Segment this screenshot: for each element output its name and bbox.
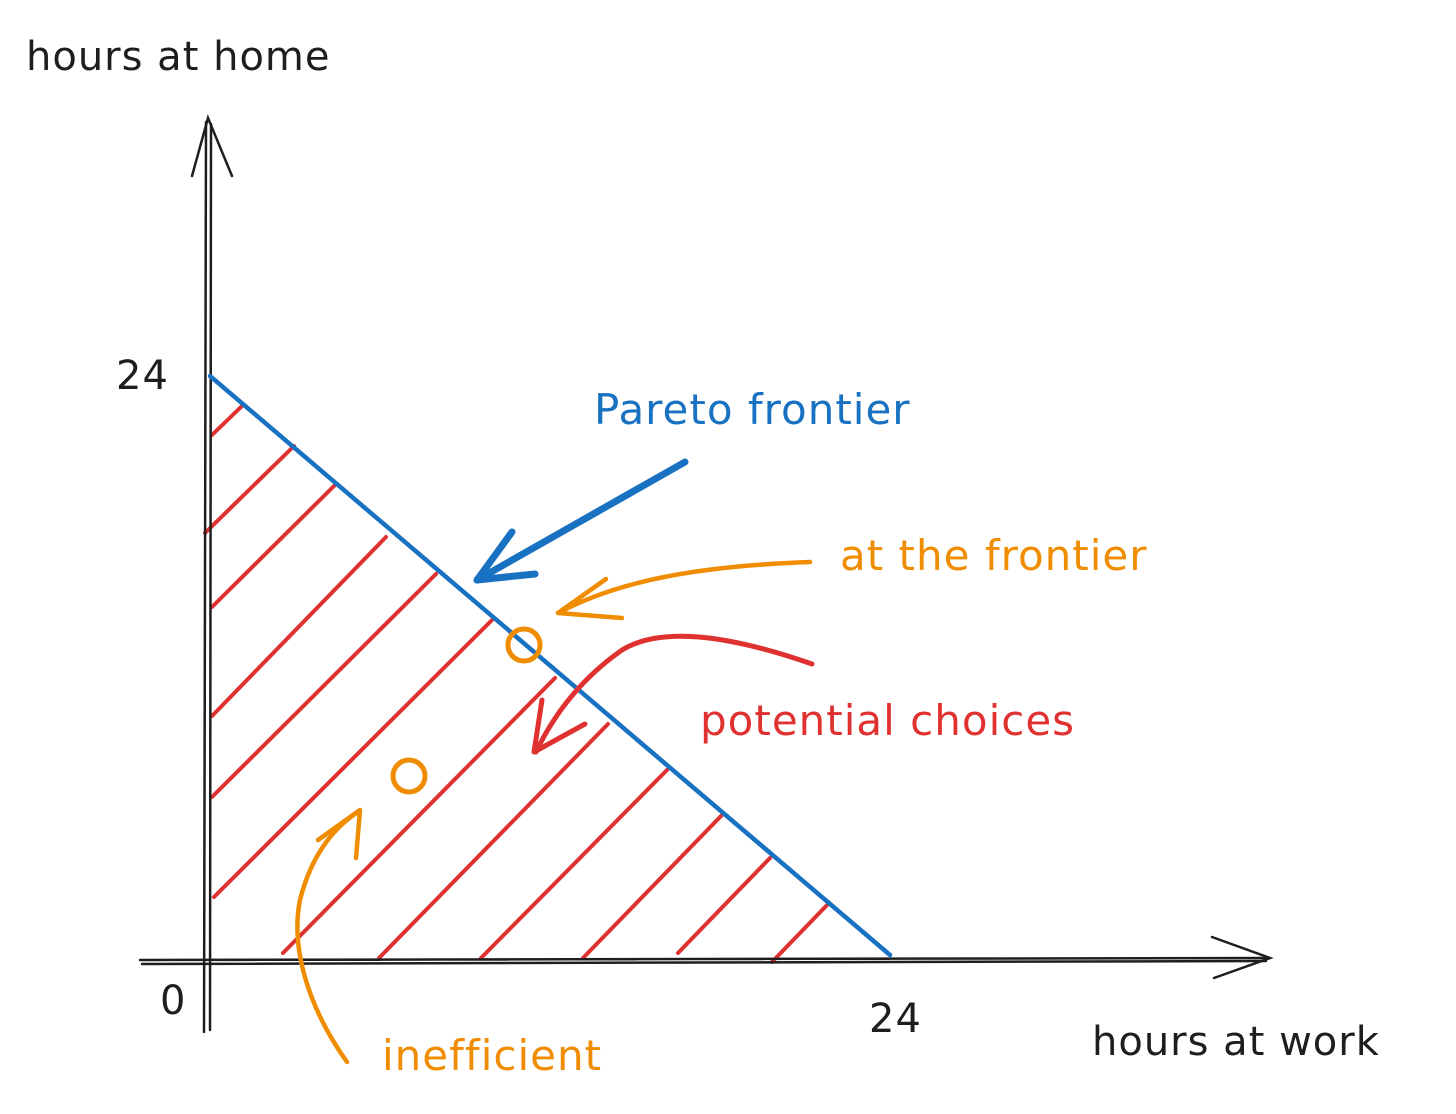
origin-label: 0 [160,978,186,1024]
y-axis-arrowhead [190,114,234,178]
pareto-frontier-label: Pareto frontier [594,385,911,434]
hatch-line [377,722,610,960]
hatch-line [479,768,669,960]
inefficient-arrow [295,807,363,1065]
hatch-line [203,444,296,535]
y-axis-label: hours at home [26,34,330,80]
y-axis-line [202,120,213,1034]
x-axis-arrowhead [1210,935,1274,980]
inefficient-point [390,757,428,795]
y-max-tick-label: 24 [116,353,169,399]
hatch-line [210,535,388,718]
hatch-line [210,482,338,609]
potential-choices-arrow [531,633,815,755]
axes [138,114,1274,1034]
at-frontier-label: at the frontier [840,531,1148,580]
frontier-arrow [473,458,689,584]
hatch-line [210,403,245,437]
pareto-frontier-line [207,373,893,958]
hatch-line [281,676,557,955]
hatch-line [770,901,831,964]
frontier-point [505,626,543,664]
at-frontier-arrow [555,559,813,621]
hatch-line [676,856,772,955]
feasible-region-hatching [203,403,831,964]
hatch-line [210,572,438,799]
inefficient-label: inefficient [382,1031,602,1080]
hatch-line [581,813,724,960]
potential-choices-label: potential choices [700,696,1075,745]
x-axis-line [138,956,1270,966]
x-max-tick-label: 24 [869,996,922,1042]
hatch-line [212,618,494,899]
x-axis-label: hours at work [1092,1019,1380,1065]
